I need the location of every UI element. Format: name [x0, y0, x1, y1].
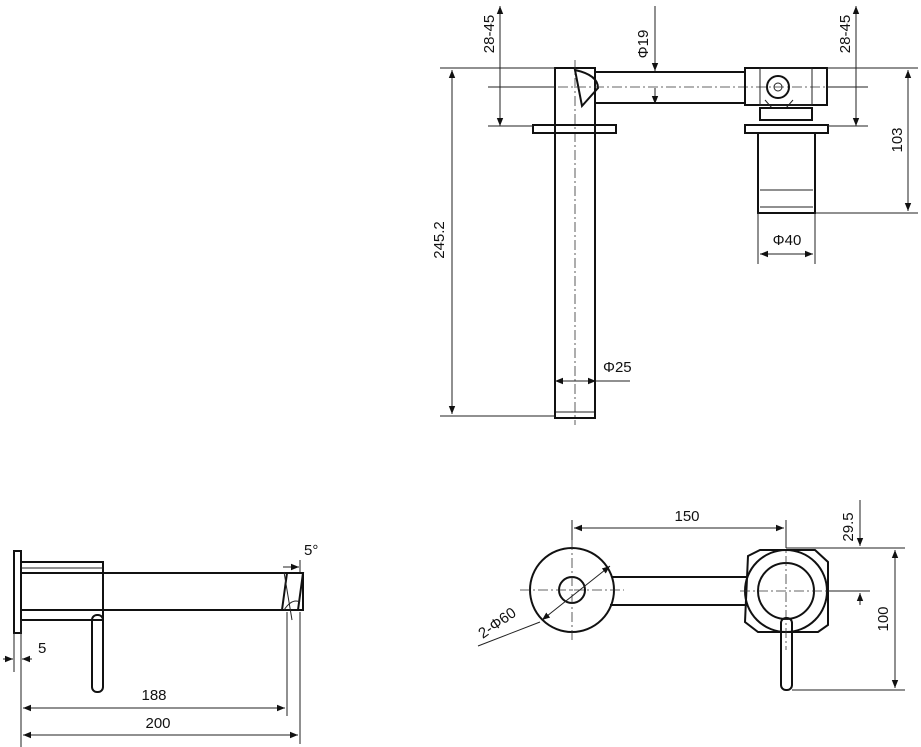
front-view: 150 2-Φ60 29.5 100	[475, 500, 905, 691]
side-handle	[91, 614, 104, 693]
dim-valve-height-label: 103	[889, 127, 906, 152]
dim-spout-angle-label: 5°	[304, 542, 318, 559]
top-view: 245.2 28-45 Φ19 28-45 103	[431, 6, 918, 425]
dim-valve-diameter-label: Φ40	[773, 232, 802, 249]
dim-depth-left-label: 28-45	[481, 15, 498, 53]
dim-handle-height-label: 100	[875, 606, 892, 631]
dim-reach-200: 200	[23, 612, 301, 744]
dim-valve-height: 103	[815, 67, 918, 214]
spout-elbow	[573, 68, 600, 109]
dim-plate-thickness-label: 5	[38, 640, 46, 657]
dim-handle-height: 100	[792, 550, 905, 691]
dim-spout-angle: 5°	[283, 542, 318, 621]
spout-rosette	[520, 540, 624, 640]
wall-plate	[13, 550, 22, 634]
connecting-pipe	[540, 71, 840, 104]
dim-handle-offset-label: 29.5	[840, 512, 857, 541]
dim-reach-188: 188	[20, 612, 288, 747]
dim-spout-diameter: Φ25	[555, 359, 632, 385]
dim-plate-thickness: 5	[3, 633, 46, 672]
dim-depth-left: 28-45	[481, 6, 555, 127]
valve-flange	[744, 124, 829, 134]
valve-body	[744, 67, 828, 121]
valve-cartridge	[757, 132, 816, 214]
dim-handle-offset: 29.5	[786, 500, 905, 605]
dim-pipe-diameter: Φ19	[635, 6, 659, 104]
spout-flange	[532, 124, 617, 134]
dim-plate-diameter: 2-Φ60	[475, 565, 611, 647]
dim-pipe-diameter-label: Φ19	[635, 30, 652, 59]
dim-centers-label: 150	[674, 508, 699, 525]
dim-plate-diameter-label: 2-Φ60	[475, 604, 519, 642]
dim-depth-right: 28-45	[827, 6, 868, 127]
dim-spout-length: 245.2	[431, 67, 555, 417]
dim-centers: 150	[571, 508, 787, 548]
dim-reach-188-label: 188	[141, 687, 166, 704]
front-connecting-bar	[610, 576, 748, 606]
side-spout	[20, 572, 305, 611]
dim-reach-200-label: 200	[145, 715, 170, 732]
valve-rosette	[740, 520, 836, 650]
dim-spout-diameter-label: Φ25	[603, 359, 632, 376]
dim-valve-diameter: Φ40	[757, 213, 816, 264]
dim-depth-right-label: 28-45	[837, 15, 854, 53]
side-view: 5° 5 188 200	[3, 542, 318, 747]
dim-spout-length-label: 245.2	[431, 221, 448, 259]
spout-pipe	[554, 60, 596, 425]
front-handle	[780, 617, 793, 691]
side-valve-body	[20, 561, 104, 621]
